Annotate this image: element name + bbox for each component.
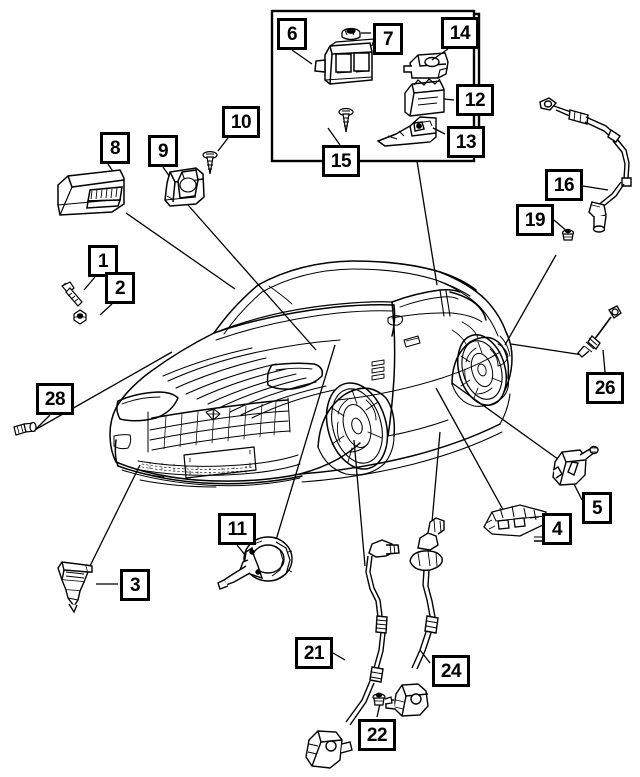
callout-21[interactable]: 21	[295, 637, 333, 669]
callout-19[interactable]: 19	[516, 204, 554, 236]
part-7-nut	[341, 27, 361, 41]
callout-4[interactable]: 4	[542, 513, 572, 545]
callout-14[interactable]: 14	[441, 17, 479, 49]
part-11-clock-spring	[217, 536, 293, 590]
part-3-temp-sensor	[57, 561, 93, 614]
part-21-wheel-speed-sensor	[305, 539, 400, 769]
callout-26[interactable]: 26	[586, 372, 624, 404]
callout-1[interactable]: 1	[88, 245, 118, 277]
part-9-sensor	[164, 167, 205, 207]
part-22-screw	[372, 692, 393, 706]
callout-13[interactable]: 13	[447, 126, 485, 158]
callout-6[interactable]: 6	[277, 18, 307, 50]
part-8-control-module	[57, 169, 125, 216]
callout-22[interactable]: 22	[358, 719, 396, 751]
callout-24[interactable]: 24	[432, 655, 470, 687]
part-1-bolt	[61, 281, 83, 307]
callout-15[interactable]: 15	[322, 145, 360, 177]
leader-lines	[32, 32, 609, 718]
part-2-nut	[73, 309, 87, 325]
part-6-module	[314, 38, 375, 85]
part-13-bracket	[376, 116, 437, 147]
part-28-bolt	[13, 421, 37, 436]
callout-5[interactable]: 5	[582, 492, 612, 524]
part-14-clip	[403, 52, 449, 79]
callout-16[interactable]: 16	[545, 169, 583, 201]
callout-10[interactable]: 10	[222, 106, 260, 138]
callout-3[interactable]: 3	[120, 569, 150, 601]
part-26-stud	[577, 305, 622, 358]
part-15-screw	[338, 107, 354, 133]
callout-2[interactable]: 2	[105, 272, 135, 304]
part-12-relay	[404, 78, 445, 117]
callout-9[interactable]: 9	[148, 135, 178, 167]
part-10-screw	[202, 151, 218, 175]
part-5-tpms-sensor	[552, 445, 599, 486]
part-19-bolt	[561, 228, 575, 241]
callout-12[interactable]: 12	[456, 84, 494, 116]
callout-7[interactable]: 7	[373, 23, 403, 55]
part-16-sensor-cable	[539, 97, 632, 233]
callout-8[interactable]: 8	[100, 132, 130, 164]
vehicle-illustration	[109, 260, 513, 488]
callout-11[interactable]: 11	[218, 513, 256, 545]
callout-28[interactable]: 28	[36, 383, 74, 415]
part-24-wheel-speed-sensor	[385, 517, 445, 717]
